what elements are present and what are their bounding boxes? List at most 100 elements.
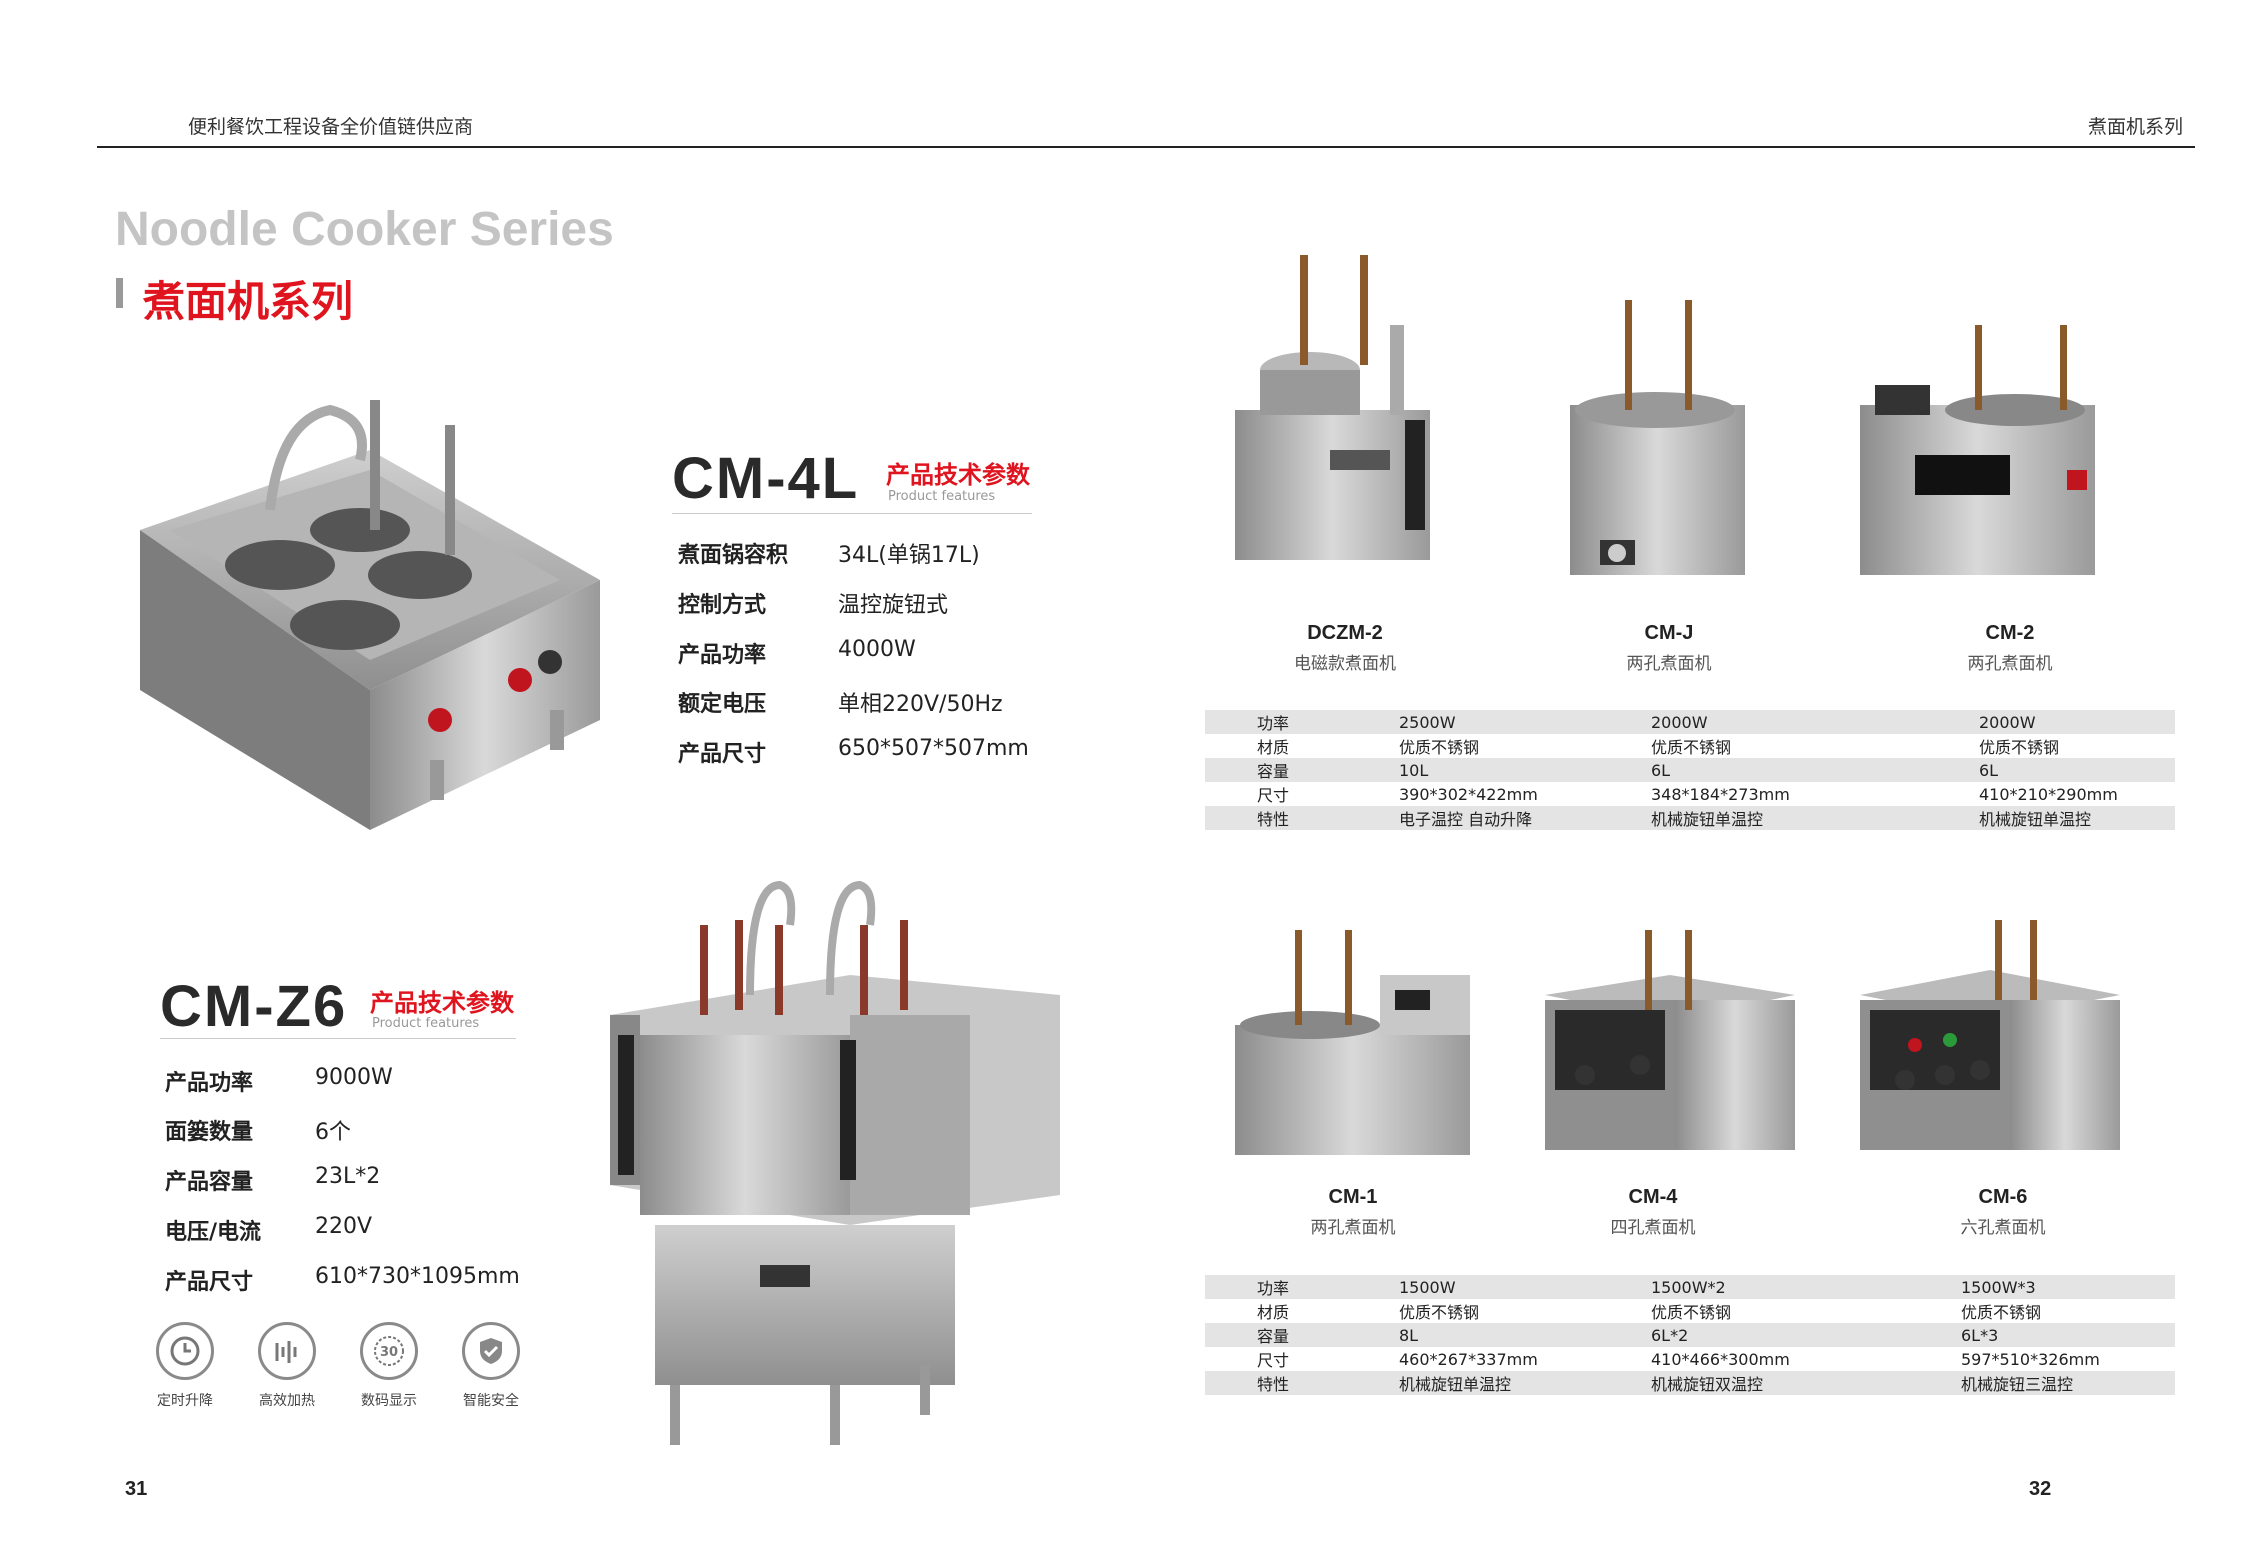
spec-value: 650*507*507mm [838,736,1029,761]
table-cell: 机械旋钮单温控 [1399,1371,1651,1395]
table-cell: 390*302*422mm [1399,782,1651,806]
table-cell: 410*210*290mm [1979,782,2175,806]
table-cell: 1500W*3 [1961,1275,2175,1299]
table-cell: 597*510*326mm [1961,1347,2175,1371]
cm4l-spec-row: 煮面锅容积 34L(单锅17L) [678,537,1078,568]
spec-key: 产品容量 [165,1170,254,1195]
table-cell: 1500W [1399,1275,1651,1299]
spec-key: 产品功率 [165,1071,254,1096]
top-product-caption: DCZM-2 电磁款煮面机 [1225,622,1465,674]
cm4-product-image [1545,930,1795,1150]
cmz6-spec-row: 产品尺寸 610*730*1095mm [165,1264,565,1295]
table-cell: 优质不锈钢 [1979,734,2175,758]
table-cell: 2500W [1399,710,1651,734]
table-cell: 1500W*2 [1651,1275,1961,1299]
cm6-product-image [1860,920,2120,1150]
page-number-right: 32 [2029,1478,2052,1500]
table-cell: 机械旋钮单温控 [1651,806,1979,830]
cm4l-spec-row: 产品尺寸 650*507*507mm [678,736,1078,767]
cm4l-product-image [140,400,600,830]
spec-key: 产品尺寸 [165,1270,254,1295]
spec-key: 电压/电流 [165,1220,262,1245]
product-desc: 两孔煮面机 [1310,1218,1396,1238]
feature-label: 智能安全 [463,1393,519,1409]
cmz6-spec-row: 产品容量 23L*2 [165,1164,565,1195]
feature-timer-lift: 定时升降 [145,1322,225,1410]
cm1-product-image [1235,930,1470,1155]
table-cell: 2000W [1979,710,2175,734]
feature-heating: 高效加热 [247,1322,327,1410]
feature-digital-display: 30 数码显示 [349,1322,429,1410]
table-row: 容量 8L 6L*2 6L*3 [1205,1323,2175,1347]
table-cell: 机械旋钮单温控 [1979,806,2175,830]
table-cell: 机械旋钮双温控 [1651,1371,1961,1395]
spec-value: 6个 [315,1120,351,1145]
table-cell: 材质 [1205,734,1399,758]
cmz6-spec-row: 面篓数量 6个 [165,1114,565,1145]
table-cell: 机械旋钮三温控 [1961,1371,2175,1395]
bottom-product-caption: CM-1 两孔煮面机 [1233,1186,1473,1238]
product-desc: 四孔煮面机 [1610,1218,1696,1238]
spec-value: 9000W [315,1065,393,1090]
table-cell: 8L [1399,1323,1651,1347]
table-cell: 优质不锈钢 [1399,1299,1651,1323]
bottom-product-caption: CM-4 四孔煮面机 [1533,1186,1773,1238]
table-cell: 410*466*300mm [1651,1347,1961,1371]
table-cell: 材质 [1205,1299,1399,1323]
product-model: DCZM-2 [1307,622,1383,644]
spec-key: 产品尺寸 [678,742,767,767]
table-row: 容量 10L 6L 6L [1205,758,2175,782]
table-row: 特性 电子温控 自动升降 机械旋钮单温控 机械旋钮单温控 [1205,806,2175,830]
spec-value: 温控旋钮式 [838,593,949,618]
product-model: CM-2 [1985,622,2035,644]
table-cell: 容量 [1205,758,1399,782]
cm4l-features-zh: 产品技术参数 [886,461,1030,489]
table-cell: 460*267*337mm [1399,1347,1651,1371]
spec-key: 煮面锅容积 [678,543,789,568]
feature-label: 定时升降 [157,1393,213,1409]
header-right-text: 煮面机系列 [2088,116,2184,138]
table-cell: 尺寸 [1205,782,1399,806]
cmz6-features-en: Product features [372,1016,480,1031]
svg-text:30: 30 [380,1345,398,1360]
cm4l-spec-row: 控制方式 温控旋钮式 [678,587,1078,618]
cm2-product-image [1860,325,2095,575]
page-number-left: 31 [125,1478,148,1500]
product-desc: 六孔煮面机 [1960,1218,2046,1238]
cmj-product-image [1570,300,1745,575]
table-cell: 2000W [1651,710,1979,734]
table-cell: 特性 [1205,806,1399,830]
feature-safety: 智能安全 [451,1322,531,1410]
table-cell: 功率 [1205,710,1399,734]
table-cell: 特性 [1205,1371,1399,1395]
product-model: CM-6 [1978,1186,2028,1208]
table-row: 尺寸 460*267*337mm 410*466*300mm 597*510*3… [1205,1347,2175,1371]
table-cell: 优质不锈钢 [1961,1299,2175,1323]
product-desc: 两孔煮面机 [1967,654,2053,674]
cmz6-features-zh: 产品技术参数 [370,989,514,1017]
table-row: 材质 优质不锈钢 优质不锈钢 优质不锈钢 [1205,1299,2175,1323]
table-row: 功率 2500W 2000W 2000W [1205,710,2175,734]
top-spec-table: 功率 2500W 2000W 2000W 材质 优质不锈钢 优质不锈钢 优质不锈… [1205,710,2175,830]
table-cell: 容量 [1205,1323,1399,1347]
feature-label: 数码显示 [361,1393,417,1409]
top-product-caption: CM-J 两孔煮面机 [1549,622,1789,674]
table-cell: 6L [1651,758,1979,782]
header-left-text: 便利餐饮工程设备全价值链供应商 [188,116,474,138]
product-desc: 两孔煮面机 [1626,654,1712,674]
cm4l-rule [672,513,1032,514]
heating-icon [258,1322,316,1380]
series-title-en: Noodle Cooker Series [115,203,614,256]
table-cell: 优质不锈钢 [1651,734,1979,758]
digital-display-icon: 30 [360,1322,418,1380]
table-cell: 电子温控 自动升降 [1399,806,1651,830]
timer-lift-icon [156,1322,214,1380]
spec-value: 220V [315,1214,373,1239]
spec-key: 面篓数量 [165,1120,254,1145]
product-model: CM-4 [1628,1186,1678,1208]
table-cell: 10L [1399,758,1651,782]
spec-value: 610*730*1095mm [315,1264,520,1289]
product-desc: 电磁款煮面机 [1294,654,1396,674]
product-model: CM-J [1644,622,1694,644]
top-product-caption: CM-2 两孔煮面机 [1890,622,2130,674]
